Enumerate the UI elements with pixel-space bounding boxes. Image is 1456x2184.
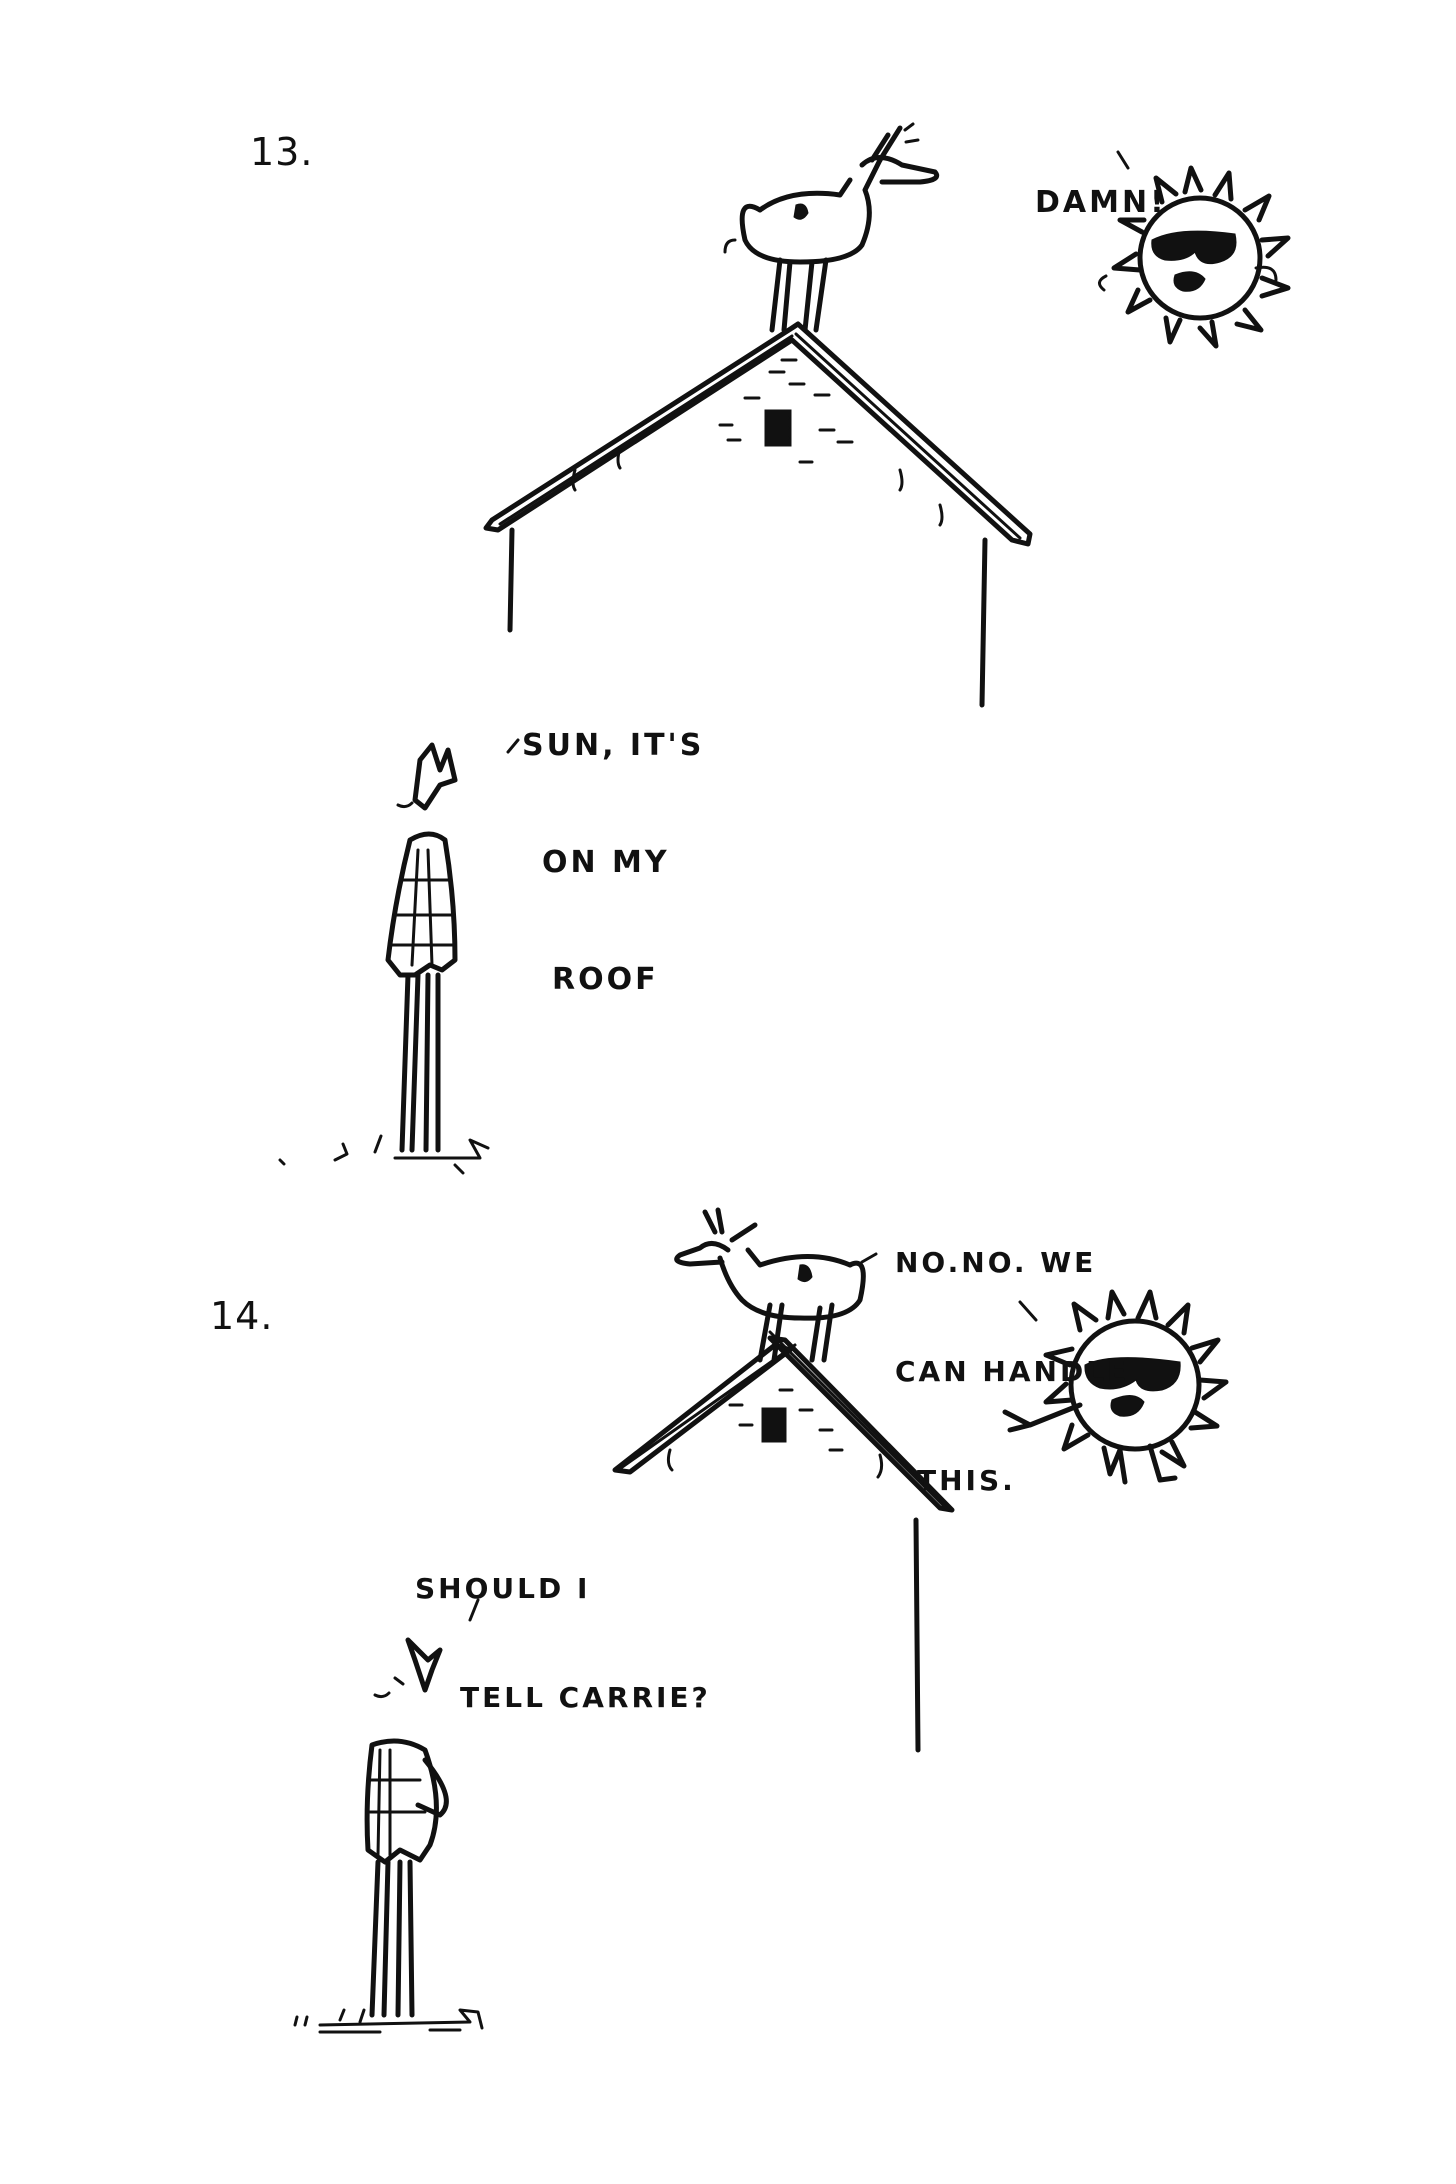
panel-13-person-icon (278, 742, 490, 1175)
panel-14-person-speech-tail (468, 1598, 480, 1622)
panel-14-house-icon (612, 1330, 955, 1753)
panel-14-person-speech: SHOULD I TELL CARRIE? (415, 1498, 711, 1789)
panel-13-house-icon (483, 321, 1033, 708)
panel-13-person-speech-tail (506, 738, 520, 754)
panel-13-sun-speech: DAMN! (1035, 105, 1167, 300)
speech-line: NO.NO. WE (895, 1245, 1097, 1279)
panel-13-number: 13. (250, 130, 314, 174)
panel-14-number: 14. (210, 1294, 274, 1338)
speech-line: ON MY (542, 845, 670, 880)
speech-line: TELL CARRIE? (460, 1680, 711, 1714)
panel-14-sun-speech-tail (1018, 1300, 1038, 1322)
speech-line: DAMN! (1035, 185, 1167, 220)
panel-14-goat-icon (674, 1207, 878, 1363)
panel-13-person-speech: SUN, IT'S ON MY ROOF (522, 648, 704, 1077)
speech-line: SHOULD I (415, 1571, 591, 1605)
panel-14-sun-speech: NO.NO. WE CAN HANDLE THIS. (895, 1172, 1129, 1572)
panel-14-person-icon (293, 1637, 484, 2034)
speech-line: SUN, IT'S (522, 728, 705, 763)
speech-line: ROOF (552, 962, 659, 997)
panel-14-sun-icon (1002, 1289, 1229, 1485)
panel-13-goat-icon (723, 122, 940, 333)
panel-13-sun-speech-tail (1116, 150, 1130, 170)
speech-line: CAN HANDLE (895, 1354, 1130, 1388)
panel-13-sun-icon (1098, 165, 1291, 349)
speech-line: THIS. (917, 1464, 1016, 1498)
